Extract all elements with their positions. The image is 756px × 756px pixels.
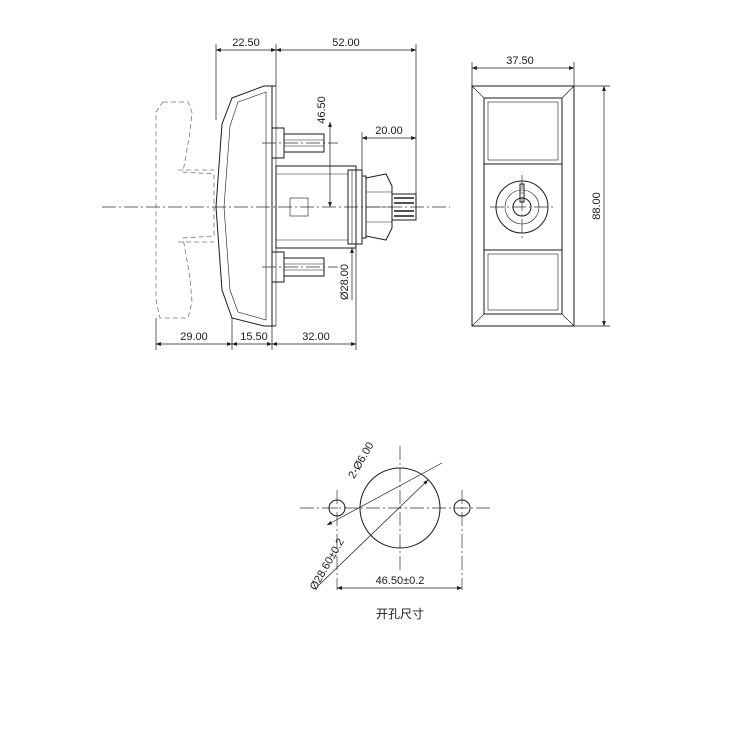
side-view: 22.50 52.00 46.50 20.00 Ø28.00 29.00 15.… — [102, 37, 450, 350]
cutout-right-hole — [453, 499, 471, 517]
leader-small-holes — [326, 462, 443, 526]
dim-bottom-bezel: 15.50 — [240, 331, 268, 343]
bezel-outer — [215, 85, 273, 327]
dim-shaft-length: 20.00 — [375, 125, 403, 137]
dim-body-diameter: Ø28.00 — [339, 264, 351, 300]
dim-front-height: 88.00 — [591, 192, 603, 220]
front-panel-lower — [487, 253, 559, 311]
dim-hole-small: 2-Ø6.00 — [346, 440, 376, 480]
front-inner-frame — [483, 97, 563, 315]
dim-top-overall: 52.00 — [332, 37, 360, 49]
dim-hole-center: Ø28.60±0.2 — [308, 537, 347, 593]
front-bevel-tl — [471, 85, 485, 99]
dim-hole-spacing: 46.50±0.2 — [376, 575, 425, 587]
front-bevel-tr — [561, 85, 575, 99]
front-view: 37.50 88.00 — [471, 55, 610, 327]
dim-bottom-handle: 29.00 — [180, 331, 208, 343]
leader-center-hole — [317, 479, 429, 587]
front-panel-upper — [487, 101, 559, 161]
washer — [361, 175, 367, 239]
threaded-shaft — [391, 193, 417, 221]
dim-front-width: 37.50 — [506, 55, 534, 67]
cutout-caption: 开孔尺寸 — [376, 607, 424, 621]
panel-cutout-view: 2-Ø6.00 Ø28.60±0.2 46.50±0.2 开孔尺寸 — [300, 440, 490, 621]
dim-top-handle: 22.50 — [232, 37, 260, 49]
front-bevel-bl — [471, 313, 485, 327]
front-bevel-br — [561, 313, 575, 327]
dim-stud-half: 46.50 — [316, 96, 328, 124]
front-outer-frame — [471, 85, 575, 327]
dim-bottom-body: 32.00 — [302, 331, 330, 343]
lock-body — [275, 165, 357, 249]
cutout-center-hole — [359, 467, 441, 549]
t-handle-outline — [155, 101, 215, 319]
cutout-left-hole — [328, 499, 346, 517]
lock-body-window — [289, 197, 309, 217]
bezel-inner — [223, 91, 267, 321]
